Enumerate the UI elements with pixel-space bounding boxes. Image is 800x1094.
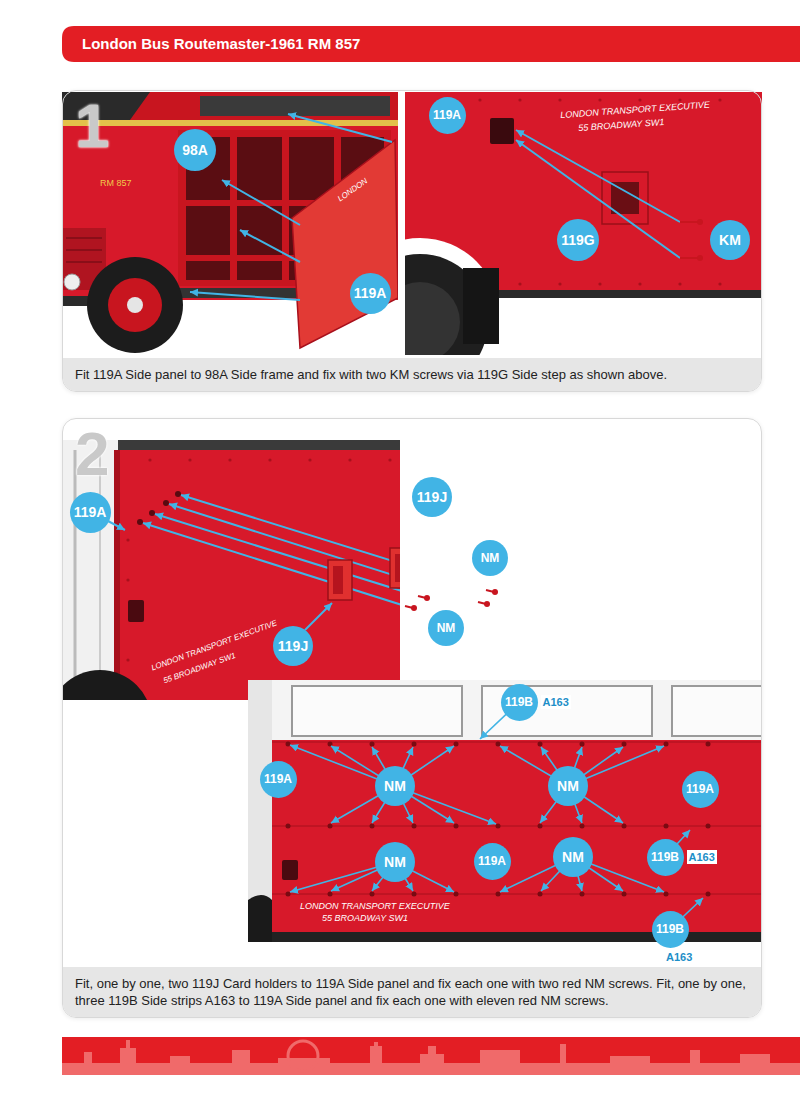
caption-band: Fit, one by one, two 119J Card holders t… bbox=[63, 967, 761, 1017]
callout-text: NM bbox=[481, 552, 500, 564]
callout-number: NM bbox=[553, 837, 593, 877]
step-panel: 2119A119JNMNM119J119BA163119ANMNM119A119… bbox=[62, 418, 762, 1018]
step-panel: 1 98A 119A 119A 119G KM Fit 119A Side panel to… bbox=[62, 90, 762, 392]
callout-text: 119J bbox=[278, 639, 308, 653]
footer-band bbox=[62, 1037, 800, 1075]
callout-number: 119J bbox=[412, 477, 452, 517]
caption-band: Fit 119A Side panel to 98A Side frame an… bbox=[63, 358, 761, 391]
callout-text: NM bbox=[557, 779, 579, 793]
caption-text: Fit 119A Side panel to 98A Side frame an… bbox=[75, 366, 749, 383]
printed-lettering: LONDON TRANSPORT EXECUTIVE bbox=[560, 100, 710, 121]
callout-text: 119B bbox=[505, 696, 533, 708]
callout-number: 119BA163 bbox=[647, 839, 684, 876]
step-number: 1 bbox=[75, 93, 109, 159]
callout-number: 119BA163 bbox=[501, 684, 538, 721]
callout-number: NM bbox=[375, 766, 415, 806]
callout-number: 119A bbox=[682, 771, 719, 808]
callout-number: 119A bbox=[474, 843, 511, 880]
callout-number: NM bbox=[375, 842, 415, 882]
callout-number: 119G bbox=[557, 219, 599, 261]
callout-text: 119A bbox=[264, 773, 292, 785]
callout-text: 119B bbox=[651, 851, 679, 863]
callout-number: 98A bbox=[174, 129, 216, 171]
callout-number: NM bbox=[548, 766, 588, 806]
callout-text: 119G bbox=[561, 233, 594, 247]
step-number: 2 bbox=[75, 421, 109, 487]
callout-text: KM bbox=[719, 233, 741, 247]
caption-text: Fit, one by one, two 119J Card holders t… bbox=[75, 975, 749, 1009]
callout-number: 119A bbox=[350, 273, 391, 314]
side-strips-illustration bbox=[248, 680, 762, 942]
card-holder-illustration bbox=[62, 440, 400, 700]
nm-screws bbox=[405, 589, 498, 611]
callout-text: 119A bbox=[686, 783, 714, 795]
callout-text: NM bbox=[562, 850, 584, 864]
bus-front-illustration bbox=[62, 92, 398, 355]
part-code: A163 bbox=[541, 695, 571, 709]
printed-lettering: 55 BROADWAY SW1 bbox=[322, 913, 408, 924]
part-code: A163 bbox=[664, 950, 694, 964]
printed-lettering: LONDON bbox=[336, 176, 370, 203]
callout-number: KM bbox=[710, 220, 750, 260]
callout-text: 119A bbox=[354, 286, 387, 300]
skyline-wheel bbox=[288, 1041, 318, 1071]
callout-text: 119A bbox=[74, 505, 107, 519]
callout-number: 119J bbox=[273, 626, 313, 666]
callout-text: NM bbox=[384, 855, 406, 869]
part-code: A163 bbox=[687, 850, 717, 864]
title-band bbox=[62, 26, 800, 62]
side-step-illustration bbox=[405, 92, 762, 355]
callout-text: 119A bbox=[478, 855, 506, 867]
callout-text: 119J bbox=[417, 490, 447, 504]
callout-text: NM bbox=[437, 622, 456, 634]
callout-number: 119A bbox=[429, 97, 466, 134]
callout-number: 119BA163 bbox=[652, 911, 689, 948]
skyline bbox=[62, 1040, 800, 1075]
callout-text: 119B bbox=[656, 923, 684, 935]
callout-number: NM bbox=[472, 540, 508, 576]
callout-text: NM bbox=[384, 779, 406, 793]
printed-lettering: RM 857 bbox=[100, 178, 132, 189]
callout-number: NM bbox=[428, 610, 464, 646]
printed-lettering: 55 BROADWAY SW1 bbox=[578, 117, 665, 134]
callout-text: 98A bbox=[182, 143, 208, 157]
title-text: London Bus Routemaster-1961 RM 857 bbox=[82, 34, 360, 54]
callout-number: 119A bbox=[70, 492, 111, 533]
callout-text: 119A bbox=[433, 109, 461, 121]
callout-number: 119A bbox=[260, 761, 297, 798]
printed-lettering: LONDON TRANSPORT EXECUTIVE bbox=[300, 901, 450, 912]
